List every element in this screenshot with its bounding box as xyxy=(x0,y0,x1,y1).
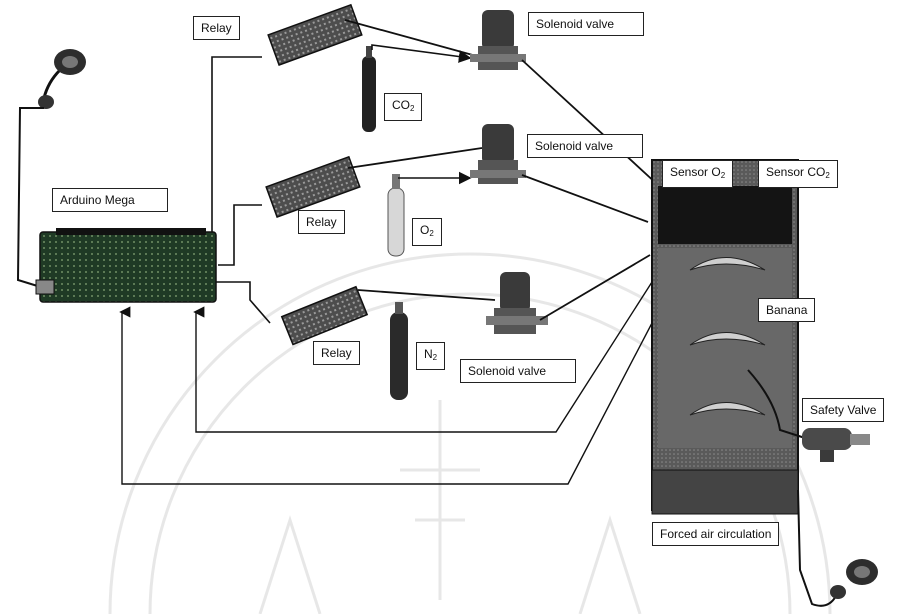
o2-label: O2 xyxy=(412,218,442,246)
safety-valve-label: Safety Valve xyxy=(802,398,884,422)
solenoid-valve-top-icon xyxy=(470,10,526,70)
solenoid-mid-label: Solenoid valve xyxy=(527,134,643,158)
relay-top-icon xyxy=(268,5,362,65)
co2-label-sub: 2 xyxy=(410,104,414,113)
o2-label-base: O xyxy=(420,223,429,237)
n2-label-sub: 2 xyxy=(433,353,437,362)
co2-label: CO2 xyxy=(384,93,422,121)
solenoid-valve-mid-icon xyxy=(470,124,526,184)
n2-label: N2 xyxy=(416,342,445,370)
gas-outlet-lines xyxy=(522,60,658,320)
control-wires xyxy=(212,57,270,323)
sensor-o2-label: Sensor O2 xyxy=(662,160,733,188)
sensor-co2-label: Sensor CO2 xyxy=(758,160,838,188)
arduino-label: Arduino Mega xyxy=(52,188,168,212)
n2-label-base: N xyxy=(424,347,433,361)
n2-cylinder-icon xyxy=(390,302,408,400)
relay-mid-label: Relay xyxy=(298,210,345,234)
o2-cylinder-icon xyxy=(388,174,404,256)
solenoid-bottom-label: Solenoid valve xyxy=(460,359,576,383)
solenoid-valve-bottom-icon xyxy=(486,272,548,334)
power-plug-bottom-icon xyxy=(798,490,878,606)
solenoid-top-label: Solenoid valve xyxy=(528,12,644,36)
co2-label-base: CO xyxy=(392,98,410,112)
relay-bottom-icon xyxy=(282,287,367,345)
relay-bottom-label: Relay xyxy=(313,341,360,365)
sensor-co2-label-base: Sensor CO xyxy=(766,165,825,179)
relay-mid-icon xyxy=(266,157,360,217)
o2-label-sub: 2 xyxy=(429,229,433,238)
relay-top-label: Relay xyxy=(193,16,240,40)
arduino-board-icon xyxy=(36,228,216,302)
sensor-o2-label-base: Sensor O xyxy=(670,165,721,179)
sensor-co2-label-sub: 2 xyxy=(825,171,829,180)
banana-label: Banana xyxy=(758,298,815,322)
forced-air-label: Forced air circulation xyxy=(652,522,779,546)
co2-cylinder-icon xyxy=(362,46,376,132)
sensor-o2-label-sub: 2 xyxy=(721,171,725,180)
